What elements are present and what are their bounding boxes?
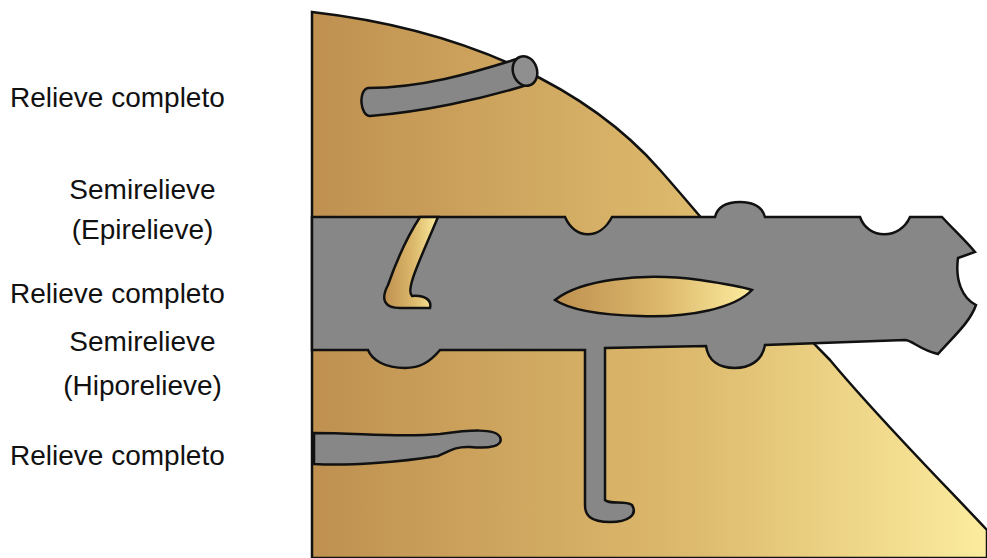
burrow — [361, 58, 530, 116]
relief-label: Semirelieve (Hiporelieve) — [20, 320, 265, 408]
sediment-body — [312, 12, 987, 558]
burrow — [384, 217, 438, 308]
relief-label: Semirelieve (Epirelieve) — [20, 170, 265, 250]
sandstone-bed — [312, 202, 976, 522]
burrow — [555, 277, 752, 316]
burrow-end — [509, 53, 541, 89]
relief-label: Relieve completo — [10, 80, 300, 116]
burrow — [314, 431, 501, 465]
relief-label: Relieve completo — [10, 276, 300, 312]
relief-label: Relieve completo — [10, 438, 300, 474]
